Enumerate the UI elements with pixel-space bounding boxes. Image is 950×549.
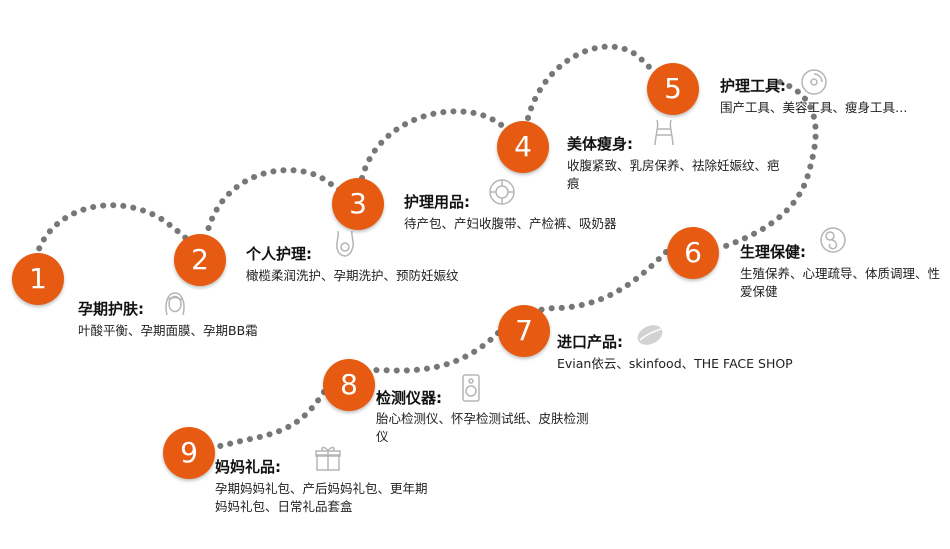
step-7-desc: Evian依云、skinfood、THE FACE SHOP <box>557 356 793 371</box>
step-1-number: 1 <box>12 253 64 305</box>
step-4-desc: 收腹紧致、乳房保养、祛除妊娠纹、疤痕 <box>567 158 780 191</box>
step-2-number: 2 <box>174 234 226 286</box>
waist-icon <box>654 119 674 146</box>
step-7-number: 7 <box>498 305 550 357</box>
step-8-desc: 胎心检测仪、怀孕检测试纸、皮肤检测仪 <box>376 411 589 444</box>
step-8-title: 检测仪器: <box>376 389 442 407</box>
step-4-title: 美体瘦身: <box>567 135 633 153</box>
leaf-icon <box>637 325 663 345</box>
step-3-desc: 待产包、产妇收腹带、产检裤、吸奶器 <box>404 216 617 231</box>
disc-icon <box>801 69 827 95</box>
step-2-desc: 橄榄柔润洗护、孕期洗护、预防妊娠纹 <box>246 268 459 283</box>
gift-icon <box>315 446 341 471</box>
step-5-number: 5 <box>647 63 699 115</box>
step-6-number: 6 <box>667 227 719 279</box>
step-9-title: 妈妈礼品: <box>215 458 281 476</box>
care-wheel-icon <box>489 179 515 205</box>
step-7-title: 进口产品: <box>557 333 623 351</box>
step-9-number: 9 <box>163 427 215 479</box>
step-9-desc: 孕期妈妈礼包、产后妈妈礼包、更年期妈妈礼包、日常礼品套盒 <box>215 481 428 514</box>
step-4-number: 4 <box>497 121 549 173</box>
woman-face-icon <box>165 292 185 316</box>
step-8-number: 8 <box>323 359 375 411</box>
step-5-title: 护理工具: <box>720 77 786 95</box>
step-3-number: 3 <box>332 178 384 230</box>
step-5-desc: 围产工具、美容工具、瘦身工具… <box>720 100 908 115</box>
step-6-desc: 生殖保养、心理疏导、体质调理、性爱保健 <box>740 266 941 299</box>
step-6-title: 生理保健: <box>740 243 806 261</box>
step-3-title: 护理用品: <box>404 193 470 211</box>
pregnant-belly-icon <box>336 230 354 257</box>
step-1-title: 孕期护肤: <box>78 300 144 318</box>
step-1-desc: 叶酸平衡、孕期面膜、孕期BB霜 <box>78 323 258 338</box>
fetus-icon <box>820 227 846 253</box>
speaker-device-icon <box>462 374 480 402</box>
step-2-title: 个人护理: <box>246 245 312 263</box>
